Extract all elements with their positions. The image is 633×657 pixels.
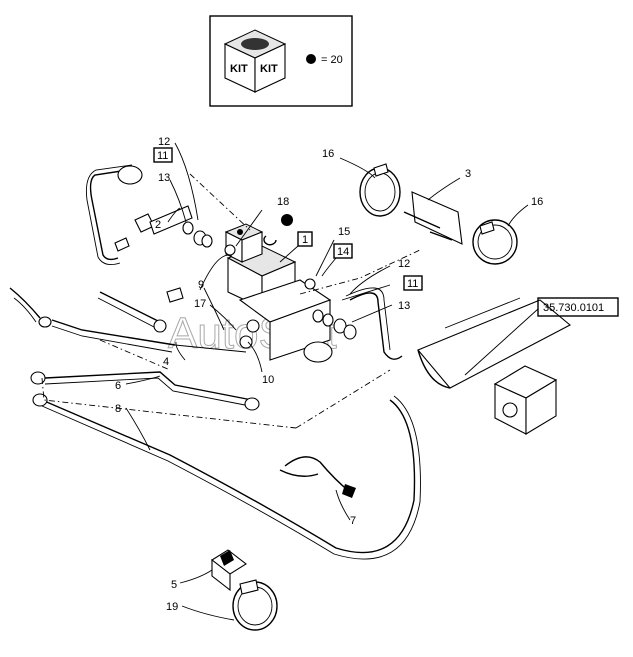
- pipe-6: [44, 371, 253, 401]
- callout-5: 5: [171, 579, 177, 591]
- o-ring-18: [263, 235, 277, 246]
- callout-7: 7: [350, 515, 356, 527]
- callout-13-top: 13: [158, 172, 170, 184]
- callout-18: 18: [277, 196, 289, 208]
- reference-callout: 35.730.0101: [464, 297, 619, 376]
- kit-label-left: KIT: [230, 63, 248, 75]
- callout-12-top: 12: [158, 136, 170, 148]
- hydraulic-cylinder: [417, 297, 571, 435]
- kit-box-icon: KIT KIT: [223, 29, 287, 93]
- kit-quantity-text: = 20: [321, 54, 343, 66]
- cable-strap-7: [279, 456, 356, 498]
- callout-13-right: 13: [398, 300, 410, 312]
- callout-14-box: [333, 243, 353, 259]
- callout-12-right: 12: [398, 258, 410, 270]
- callout-1-box: [297, 231, 313, 247]
- kit-dot-18: [281, 214, 293, 226]
- leader-lines: [125, 142, 529, 621]
- hose-clamp-16-left: [359, 163, 401, 217]
- callout-16-right: 16: [531, 196, 543, 208]
- kit-legend: KIT KIT = 20: [209, 15, 353, 107]
- fittings-right: [304, 278, 357, 340]
- callout-10: 10: [262, 374, 274, 386]
- callout-11-right-box: [403, 275, 423, 291]
- hose-clamp-16-right: [472, 219, 518, 265]
- return-pipe: [89, 169, 129, 261]
- callout-9: 9: [198, 279, 204, 291]
- callout-6: 6: [115, 380, 121, 392]
- callout-1: 1: [302, 234, 308, 246]
- callout-8: 8: [115, 403, 121, 415]
- valve-block: [166, 223, 333, 363]
- callout-14: 14: [337, 246, 349, 258]
- kit-label-right: KIT: [260, 63, 278, 75]
- fittings-top: [182, 221, 236, 256]
- callout-3: 3: [465, 168, 471, 180]
- callout-4: 4: [163, 356, 169, 368]
- callout-2: 2: [155, 219, 161, 231]
- callouts: 12 11 13 2 18 1 16 3 16 15 14 12 11 13 9…: [115, 136, 543, 613]
- callout-11-right: 11: [407, 278, 418, 290]
- callout-17: 17: [194, 298, 206, 310]
- supply-hoses: [9, 287, 247, 353]
- callout-11-top: 11: [157, 150, 168, 162]
- callout-15: 15: [338, 226, 350, 238]
- hose-clamp-19: [232, 579, 278, 631]
- clamp-plate-3: [403, 191, 463, 245]
- pipe-8: [41, 399, 416, 554]
- callout-16-left: 16: [322, 148, 334, 160]
- callout-19: 19: [166, 601, 178, 613]
- reference-code: 35.730.0101: [543, 302, 604, 314]
- callout-11-top-box: [153, 147, 173, 163]
- kit-dot-icon: [306, 54, 316, 64]
- bracket-5: [211, 549, 247, 592]
- kit-legend-frame: [209, 15, 353, 107]
